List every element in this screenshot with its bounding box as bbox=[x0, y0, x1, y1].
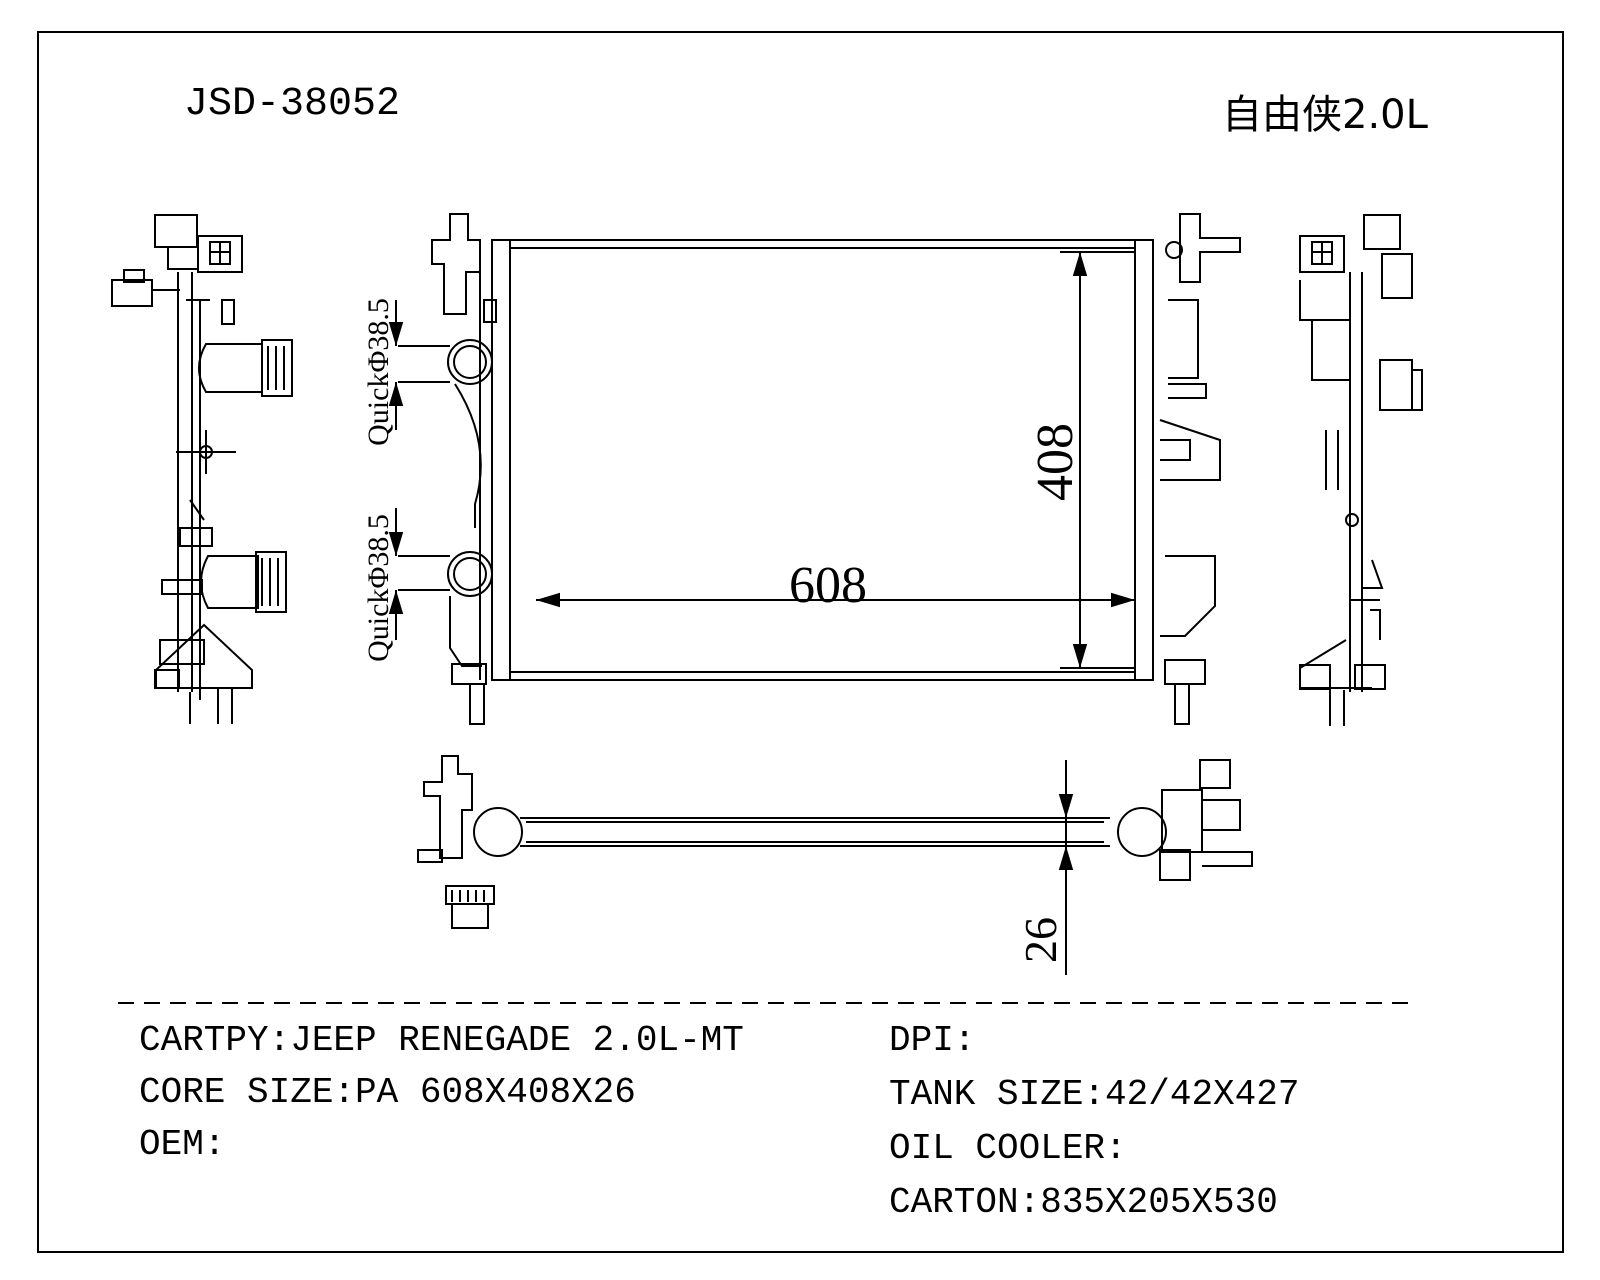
width-dimension-label: 608 bbox=[789, 557, 867, 614]
spec-tank-size: TANK SIZE:42/42X427 bbox=[889, 1074, 1300, 1115]
spec-cartpy: CARTPY:JEEP RENEGADE 2.0L-MT bbox=[139, 1020, 744, 1061]
spec-core-size: CORE SIZE:PA 608X408X26 bbox=[139, 1072, 636, 1113]
dimension-lines bbox=[388, 251, 1135, 975]
left-side-view bbox=[111, 214, 293, 724]
part-number: JSD-38052 bbox=[184, 82, 401, 127]
lower-port-label: QuickΦ38.5 bbox=[362, 514, 395, 662]
drawing-frame bbox=[37, 31, 1564, 1253]
front-view-left-tank bbox=[398, 213, 511, 725]
spec-carton: CARTON:835X205X530 bbox=[889, 1182, 1278, 1223]
bottom-view bbox=[417, 755, 1253, 929]
front-view-right-tank bbox=[1134, 213, 1241, 725]
height-dimension-label: 408 bbox=[1027, 423, 1084, 501]
spec-oil-cooler: OIL COOLER: bbox=[889, 1128, 1127, 1169]
model-name: 自由侠2.0L bbox=[1222, 92, 1428, 138]
right-side-view bbox=[1299, 214, 1423, 726]
spec-oem: OEM: bbox=[139, 1124, 226, 1165]
upper-port-label: QuickΦ38.5 bbox=[362, 298, 395, 446]
spec-dpi: DPI: bbox=[889, 1020, 976, 1061]
thickness-dimension-label: 26 bbox=[1015, 917, 1066, 963]
